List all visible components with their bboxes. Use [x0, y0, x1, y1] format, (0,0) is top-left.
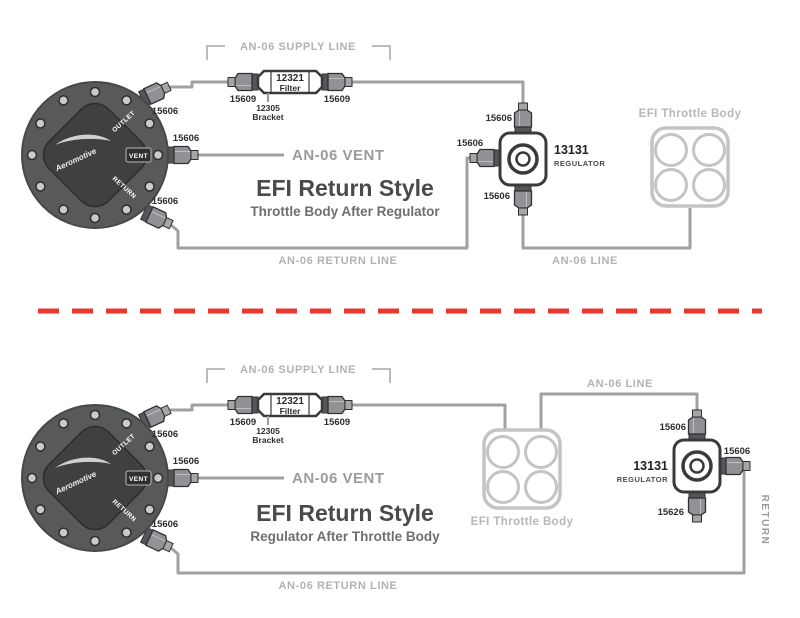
supply-line-segment [169, 403, 229, 412]
top-diagram: 15606 15606 15606 AN-06 VENT EFI Return … [22, 41, 742, 267]
regulator-bottom-fitting-label: 15606 [484, 191, 510, 202]
pump-outlet-fitting-label: 15606 [152, 106, 178, 117]
throttle-bore [486, 435, 520, 469]
regulator-left-fitting-label: 15606 [457, 138, 483, 149]
regulator-bottom-fitting-icon [687, 491, 707, 523]
regulator-top-fitting-label: 15606 [486, 113, 512, 124]
regulator-bottom-fitting-icon [513, 184, 533, 216]
vent-label: AN-06 VENT [292, 147, 385, 164]
throttle-bore [692, 168, 726, 202]
regulator-port-ring [507, 143, 539, 175]
pump-return-fitting-label: 15606 [152, 196, 178, 207]
fuel-pump [22, 79, 198, 233]
regulator-port-ring [681, 450, 713, 482]
bottom-diagram: 15606 15606 15606 AN-06 VENT EFI Return … [22, 364, 770, 592]
throttle-to-regulator-line [539, 392, 699, 430]
diagram-subtitle: Regulator After Throttle Body [250, 529, 440, 544]
return-line [170, 156, 470, 250]
regulator-top-fitting-label: 15606 [660, 422, 686, 433]
throttle-bore [692, 133, 726, 167]
regulator-port-inner [515, 151, 531, 167]
supply-line-to-throttle [351, 403, 507, 431]
return-line-label: AN-06 RETURN LINE [279, 580, 398, 592]
pump-vent-fitting-label: 15606 [173, 133, 199, 144]
regulator-part-number: 13131 [633, 459, 668, 473]
regulator-name: REGULATOR [554, 159, 605, 168]
pump-outlet-fitting-label: 15606 [152, 429, 178, 440]
supply-line-segment [169, 80, 229, 89]
regulator-part-number: 13131 [554, 143, 589, 157]
regulator-body [498, 131, 548, 187]
regulator-name: REGULATOR [617, 475, 668, 484]
pressure-regulator: 15606 15606 15606 13131 REGULATOR [457, 102, 605, 216]
diagram-subtitle: Throttle Body After Regulator [250, 204, 440, 219]
top-plumbing-lines [169, 80, 692, 250]
throttle-bore [524, 435, 558, 469]
throttle-body: EFI Throttle Body [639, 108, 742, 208]
supply-line-to-regulator [351, 80, 525, 104]
regulator-bottom-fitting-label: 15626 [658, 507, 684, 518]
throttle-bore [524, 470, 558, 504]
throttle-body-label: EFI Throttle Body [639, 108, 742, 120]
pressure-regulator: 15606 15606 15626 13131 REGULATOR [617, 409, 751, 523]
regulator-top-fitting-icon [687, 409, 707, 441]
pump-return-fitting-label: 15606 [152, 519, 178, 530]
fuel-pump [22, 402, 198, 556]
throttle-body-label: EFI Throttle Body [471, 516, 574, 528]
throttle-bore [654, 168, 688, 202]
throttle-bore [486, 470, 520, 504]
an06-line-label: AN-06 LINE [552, 255, 618, 267]
pump-vent-fitting-label: 15606 [173, 456, 199, 467]
vent-label: AN-06 VENT [292, 470, 385, 487]
regulator-right-fitting-label: 15606 [724, 446, 750, 457]
regulator-left-fitting-icon [469, 148, 501, 168]
throttle-body: EFI Throttle Body [471, 428, 574, 528]
return-vertical-label: RETURN [759, 495, 770, 546]
diagram-title: EFI Return Style [256, 500, 434, 526]
regulator-port-inner [689, 458, 705, 474]
regulator-body [672, 438, 722, 494]
diagram-title: EFI Return Style [256, 175, 434, 201]
throttle-bore [654, 133, 688, 167]
an06-line-label: AN-06 LINE [587, 378, 653, 390]
regulator-top-fitting-icon [513, 102, 533, 134]
regulator-to-throttle-line [521, 208, 692, 250]
return-line-label: AN-06 RETURN LINE [279, 255, 398, 267]
